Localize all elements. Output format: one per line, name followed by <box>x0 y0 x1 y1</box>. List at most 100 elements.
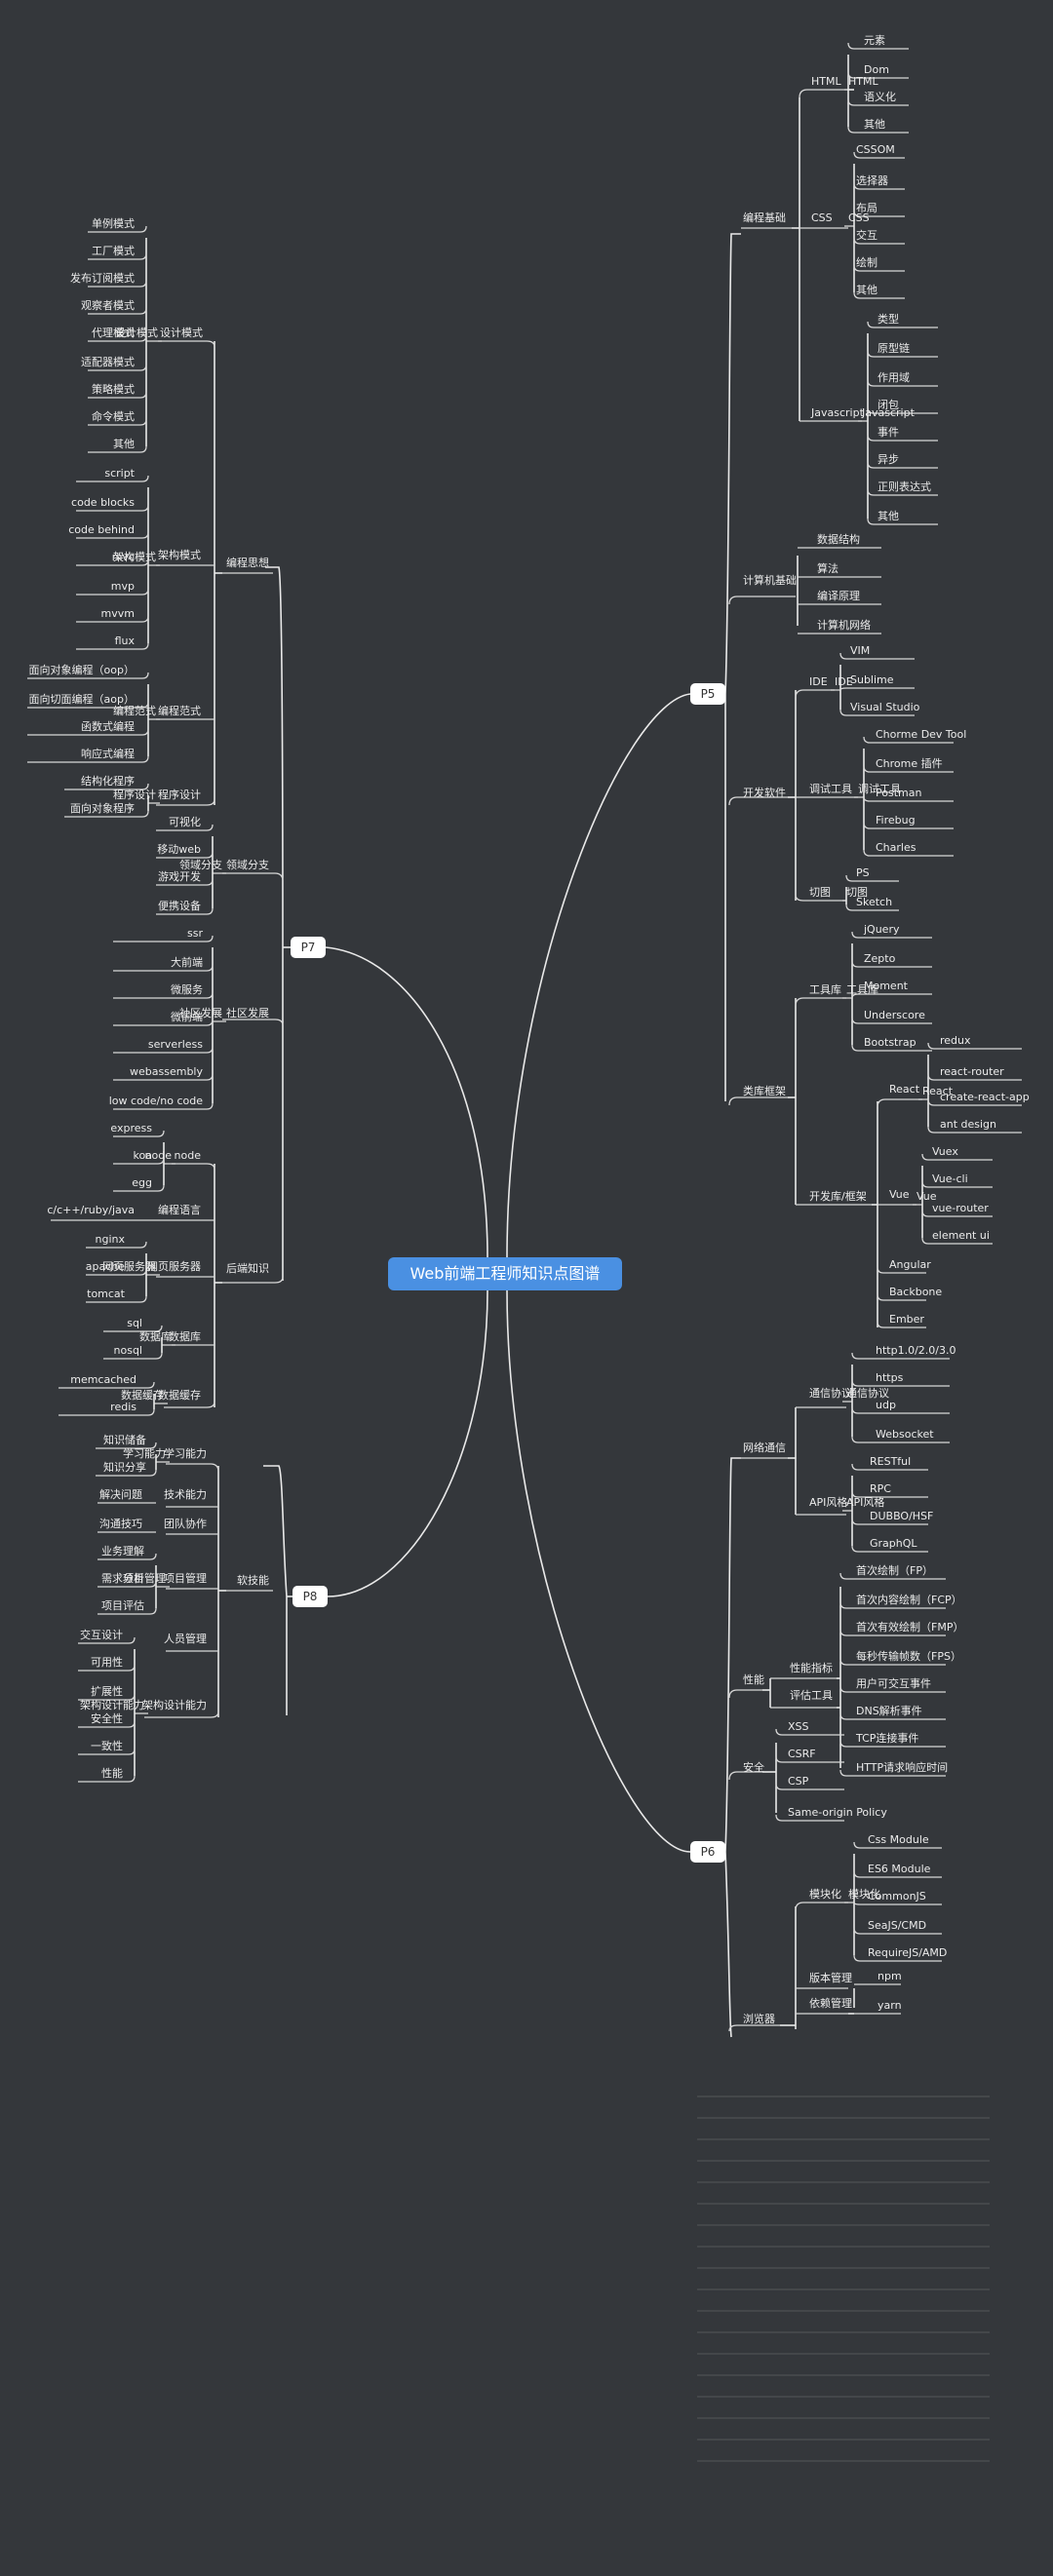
leaf-p7-patterns-3[interactable]: 观察者模式 <box>81 299 135 312</box>
leaf-p7-paradigm-0[interactable]: 面向对象编程（oop） <box>28 664 135 676</box>
leaf-p6-proto-0[interactable]: http1.0/2.0/3.0 <box>876 1344 956 1357</box>
leaf-p6-api-2[interactable]: DUBBO/HSF <box>870 1510 934 1522</box>
leaf-p5-tools-1[interactable]: Zepto <box>864 952 896 965</box>
leaf-p5-tools-4[interactable]: Bootstrap <box>864 1036 916 1049</box>
node-p8-pm-label[interactable]: 项目管理 <box>164 1572 207 1585</box>
node-p7-backend-label[interactable]: 后端知识 <box>226 1262 269 1275</box>
leaf-p7-community-2[interactable]: 微服务 <box>171 983 203 996</box>
leaf-p5-javascript-3[interactable]: 闭包 <box>878 399 899 411</box>
branch-p5-ide[interactable]: IDE <box>835 675 853 688</box>
leaf-perf-metric-2[interactable]: 首次有效绘制（FMP） <box>856 1621 964 1634</box>
leaf-p7-arch-4[interactable]: mvp <box>110 580 135 593</box>
node-p6-modules-label[interactable]: 模块化 <box>809 1888 841 1901</box>
leaf-p5-css-5[interactable]: 其他 <box>856 284 878 296</box>
leaf-team-0[interactable]: 沟通技巧 <box>99 1518 142 1530</box>
leaf-security-3[interactable]: Same-origin Policy <box>788 1806 887 1819</box>
leaf-p8-archdesign-0[interactable]: 交互设计 <box>80 1629 123 1641</box>
leaf-perf-metric-7[interactable]: HTTP请求响应时间 <box>856 1761 949 1774</box>
leaf-p5-javascript-1[interactable]: 原型链 <box>878 342 910 355</box>
leaf-framework-1[interactable]: Backbone <box>889 1286 943 1298</box>
leaf-p7-db-0[interactable]: sql <box>127 1317 142 1329</box>
branch-p7-progdesign[interactable]: 程序设计 <box>113 788 156 801</box>
leaf-perf-metric-5[interactable]: DNS解析事件 <box>856 1705 922 1717</box>
node-p5-basic-label[interactable]: 编程基础 <box>743 211 786 224</box>
node-p8-learn-label[interactable]: 学习能力 <box>164 1447 207 1460</box>
leaf-p5-debug-1[interactable]: Chrome 插件 <box>876 757 943 770</box>
node-p5-devsoft-label[interactable]: 开发软件 <box>743 787 786 799</box>
leaf-framework-2[interactable]: Ember <box>889 1313 924 1326</box>
leaf-p5-tools-3[interactable]: Underscore <box>864 1009 925 1021</box>
leaf-p7-domain-2[interactable]: 游戏开发 <box>158 870 201 883</box>
leaf-p7-domain-3[interactable]: 便携设备 <box>158 900 201 912</box>
branch-p5-react[interactable]: React <box>922 1085 954 1097</box>
branch-p7-websrv[interactable]: 网页服务器 <box>102 1260 156 1273</box>
node-p7-progdesign-label[interactable]: 程序设计 <box>158 788 201 801</box>
leaf-p7-cache-1[interactable]: redis <box>110 1401 136 1413</box>
leaf-p8-learn-0[interactable]: 知识储备 <box>103 1434 146 1446</box>
leaf-p5-html-2[interactable]: 语义化 <box>864 91 896 103</box>
leaf-p5-debug-4[interactable]: Charles <box>876 841 916 854</box>
leaf-p6-api-3[interactable]: GraphQL <box>870 1537 917 1550</box>
leaf-p7-community-3[interactable]: 微前端 <box>171 1011 203 1023</box>
leaf-p6-modules-2[interactable]: CommonJS <box>868 1890 926 1903</box>
leaf-p7-cache-0[interactable]: memcached <box>70 1373 136 1386</box>
leaf-p7-patterns-8[interactable]: 其他 <box>113 438 135 450</box>
node-p5-cut-label[interactable]: 切图 <box>809 886 831 899</box>
leaf-p5-debug-2[interactable]: Postman <box>876 787 922 799</box>
leaf-p5-react-2[interactable]: create-react-app <box>940 1091 1030 1103</box>
leaf-p5-react-3[interactable]: ant design <box>940 1118 997 1131</box>
leaf-p8-pm-0[interactable]: 业务理解 <box>101 1545 144 1557</box>
branch-p5-javascript[interactable]: Javascript <box>862 406 915 419</box>
node-p7-lang-label[interactable]: 编程语言 <box>158 1204 201 1216</box>
leaf-p5-tools-2[interactable]: Moment <box>864 980 908 992</box>
node-p6-proto-label[interactable]: 通信协议 <box>809 1387 852 1400</box>
branch-p5-tools[interactable]: 工具库 <box>846 983 878 996</box>
leaf-perf-metric-1[interactable]: 首次内容绘制（FCP） <box>856 1594 962 1606</box>
branch-p6-modules[interactable]: 模块化 <box>848 1888 880 1901</box>
node-p8-hr-label[interactable]: 人员管理 <box>164 1633 207 1645</box>
leaf-perf-metric-3[interactable]: 每秒传输帧数（FPS） <box>856 1650 961 1663</box>
leaf-p7-patterns-7[interactable]: 命令模式 <box>92 410 135 423</box>
leaf-perf-metric-0[interactable]: 首次绘制（FP） <box>856 1564 933 1577</box>
leaf-p7-arch-6[interactable]: flux <box>114 634 135 647</box>
leaf-p5-css-3[interactable]: 交互 <box>856 229 878 242</box>
leaf-p6-proto-3[interactable]: Websocket <box>876 1428 934 1441</box>
leaf-p7-community-4[interactable]: serverless <box>147 1038 203 1051</box>
node-p5-css-label[interactable]: CSS <box>811 211 833 224</box>
leaf-p5-ide-1[interactable]: Sublime <box>850 673 894 686</box>
leaf-p5-react-0[interactable]: redux <box>940 1034 971 1047</box>
branch-p5-cut[interactable]: 切图 <box>846 886 868 899</box>
node-p6-browser-label[interactable]: 浏览器 <box>743 2013 775 2025</box>
leaf-p7-patterns-0[interactable]: 单例模式 <box>92 217 135 230</box>
leaf-p8-pm-2[interactable]: 项目评估 <box>101 1599 144 1612</box>
leaf-p5-javascript-4[interactable]: 事件 <box>878 426 899 439</box>
node-p7-db-label[interactable]: 数据库 <box>169 1330 201 1343</box>
leaf-p7-paradigm-1[interactable]: 面向切面编程（aop） <box>28 693 135 706</box>
leaf-p8-archdesign-3[interactable]: 安全性 <box>91 1712 123 1725</box>
node-p6-version-label[interactable]: 版本管理 <box>809 1972 852 1984</box>
leaf-p5-css-0[interactable]: CSSOM <box>856 143 895 156</box>
branch-p7-cache[interactable]: 数据缓存 <box>121 1389 164 1402</box>
branch-p5-css[interactable]: CSS <box>848 211 870 224</box>
leaf-p5-tools-0[interactable]: jQuery <box>864 923 900 936</box>
leaf-p7-paradigm-3[interactable]: 响应式编程 <box>81 748 135 760</box>
leaf-p8-learn-1[interactable]: 知识分享 <box>103 1461 146 1474</box>
node-p5-cs-items-1[interactable]: 算法 <box>817 562 838 575</box>
branch-p7-db[interactable]: 数据库 <box>139 1330 172 1343</box>
leaf-p5-react-1[interactable]: react-router <box>940 1065 1004 1078</box>
leaf-security-0[interactable]: XSS <box>788 1720 809 1733</box>
branch-p5-vue[interactable]: Vue <box>916 1190 937 1203</box>
branch-p7-arch[interactable]: 架构模式 <box>113 551 156 563</box>
leaf-p7-domain-0[interactable]: 可视化 <box>169 816 201 828</box>
leaf-p5-cut-0[interactable]: PS <box>856 866 870 879</box>
leaf-p7-community-6[interactable]: low code/no code <box>108 1095 203 1107</box>
node-p5-tools-label[interactable]: 工具库 <box>809 983 841 996</box>
node-p6-deps-label[interactable]: 依赖管理 <box>809 1997 852 2010</box>
node-p6-network-label[interactable]: 网络通信 <box>743 1442 786 1454</box>
leaf-p7-node-2[interactable]: egg <box>132 1176 152 1189</box>
leaf-p5-vue-2[interactable]: vue-router <box>932 1202 989 1214</box>
node-p7-paradigm-label[interactable]: 编程范式 <box>158 705 201 717</box>
node-p7-community-label[interactable]: 社区发展 <box>226 1007 269 1019</box>
leaf-p7-arch-1[interactable]: code blocks <box>71 496 135 509</box>
leaf-p5-javascript-6[interactable]: 正则表达式 <box>878 481 931 493</box>
